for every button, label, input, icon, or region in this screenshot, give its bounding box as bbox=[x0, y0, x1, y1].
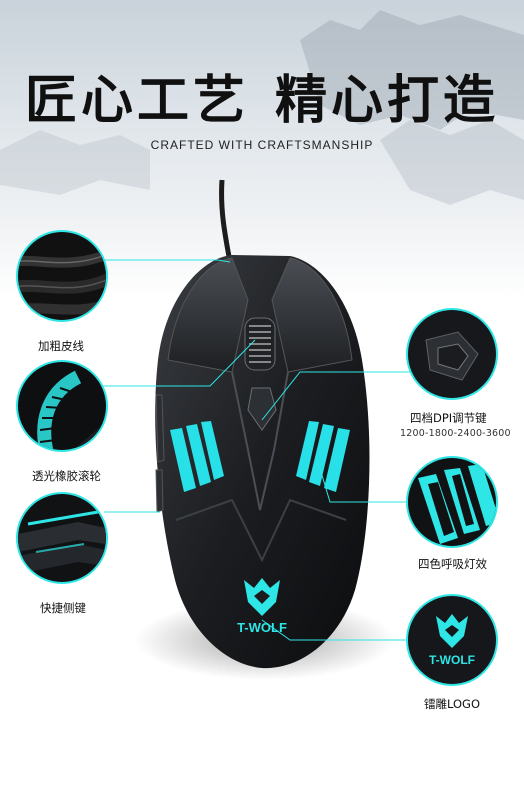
closeup-logo-text: T-WOLF bbox=[429, 653, 475, 667]
mouse-cable bbox=[219, 179, 233, 263]
right-light-strip bbox=[296, 421, 350, 492]
page-subtitle: CRAFTED WITH CRAFTSMANSHIP bbox=[150, 138, 374, 152]
breathing-light-icon bbox=[418, 464, 496, 544]
feature-label-scroll-wheel: 透光橡胶滚轮 bbox=[32, 469, 101, 483]
left-light-strip bbox=[170, 421, 224, 492]
side-buttons-icon bbox=[18, 510, 106, 574]
dpi-button-closeup-image bbox=[408, 310, 496, 398]
dpi-values: 1200-1800-2400-3600 bbox=[400, 428, 511, 439]
background-scene bbox=[0, 10, 524, 205]
scroll-wheel-icon bbox=[37, 370, 106, 450]
scroll-wheel-closeup-image bbox=[18, 362, 106, 450]
feature-label-side-buttons: 快捷侧键 bbox=[40, 601, 86, 615]
cable-icon bbox=[18, 249, 106, 315]
feature-label-breathing-light: 四色呼吸灯效 bbox=[418, 557, 487, 571]
mouse-wolf-logo bbox=[244, 578, 280, 616]
page-title: 匠心工艺精心打造 bbox=[0, 58, 524, 133]
dpi-button-icon bbox=[425, 331, 479, 381]
breathing-light-closeup-image bbox=[408, 458, 496, 546]
wolf-logo-closeup-image: T-WOLF bbox=[408, 596, 496, 684]
mouse-logo-text: T-WOLF bbox=[237, 620, 287, 635]
feature-label-cable: 加粗皮线 bbox=[38, 339, 84, 353]
title-part-2: 精心打造 bbox=[275, 71, 500, 131]
cable-closeup-image bbox=[18, 232, 106, 320]
callout-lines bbox=[98, 259, 410, 641]
feature-label-logo: 镭雕LOGO bbox=[424, 697, 481, 711]
side-buttons-closeup-image bbox=[18, 494, 106, 582]
feature-label-dpi: 四档DPI调节键 bbox=[410, 411, 487, 425]
title-part-1: 匠心工艺 bbox=[24, 71, 249, 131]
wolf-logo-icon: T-WOLF bbox=[429, 614, 475, 667]
